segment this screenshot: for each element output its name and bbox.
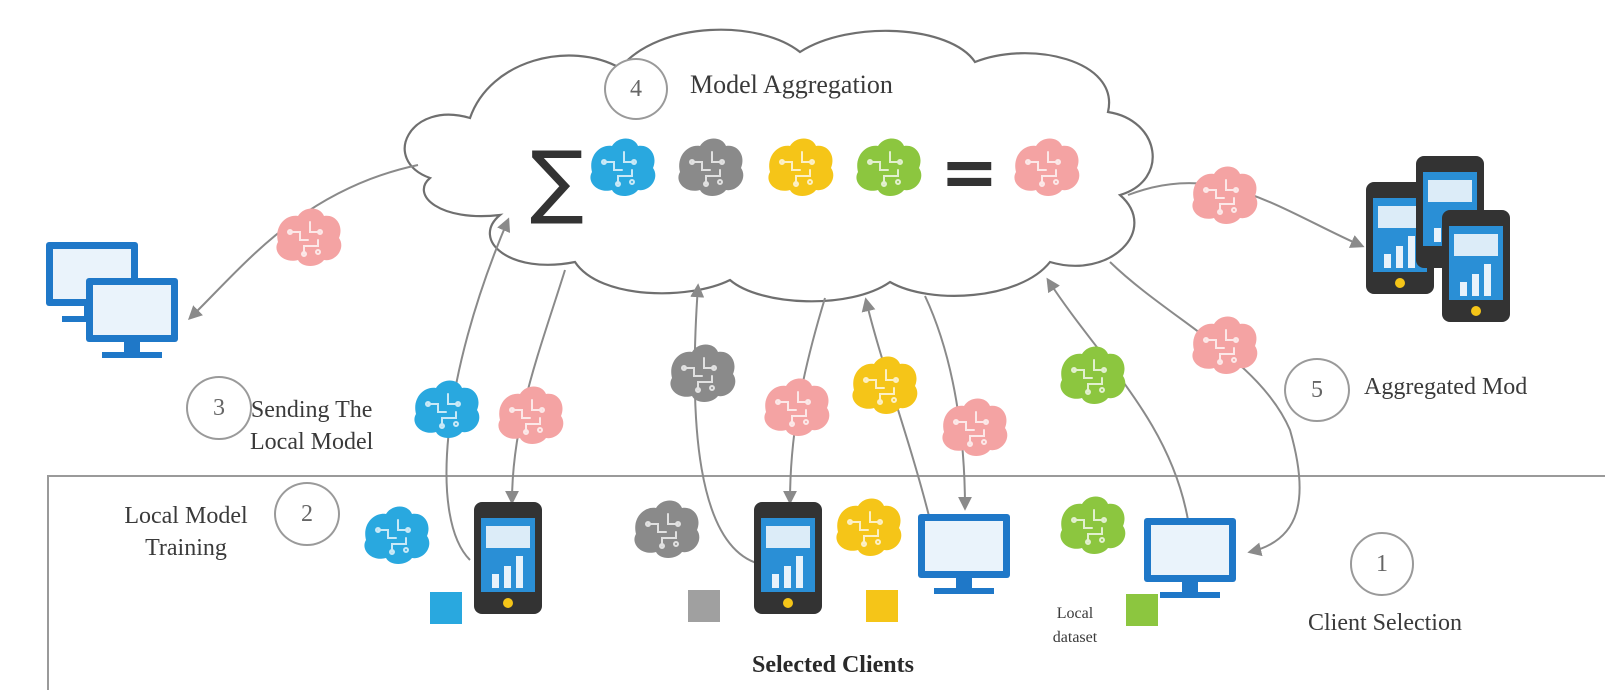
brain-icon — [763, 377, 831, 437]
target-phones-right — [1366, 156, 1510, 322]
dataset-square-icon — [866, 590, 898, 622]
selected-clients-box — [47, 475, 1605, 690]
brain-icon — [1191, 165, 1259, 225]
step-5-label: Aggregated Mod — [1364, 374, 1528, 400]
dataset-square-icon — [430, 592, 462, 624]
brain-icon — [275, 207, 343, 267]
brain-icon — [363, 505, 431, 565]
phone-icon — [474, 502, 542, 614]
local-dataset-label-line1: Local — [1056, 605, 1094, 622]
phone-icon — [1442, 210, 1510, 322]
brain-icon — [1191, 315, 1259, 375]
step-4-label: Model Aggregation — [690, 70, 893, 99]
step-2-label: Local Model Training — [106, 500, 266, 564]
step-4-circle: 4 — [604, 58, 668, 120]
local-dataset-label-line2: dataset — [1052, 629, 1098, 646]
brain-icon — [835, 497, 903, 557]
brain-icon — [413, 379, 481, 439]
equals-symbol: = — [940, 131, 999, 213]
brain-icon — [1059, 345, 1127, 405]
step-3-label: Sending The Local Model — [250, 394, 373, 458]
monitor-icon — [918, 514, 1010, 594]
monitor-icon — [86, 278, 178, 358]
target-computers-left — [46, 242, 178, 358]
step-3-label-line2: Local Model — [250, 429, 374, 455]
step-1-circle: 1 — [1350, 532, 1414, 596]
step-2-label-line2: Training — [145, 535, 227, 561]
brain-icon — [633, 499, 701, 559]
brain-icon — [669, 343, 737, 403]
phone-icon — [754, 502, 822, 614]
step-3-circle: 3 — [186, 376, 252, 440]
brain-icon — [941, 397, 1009, 457]
step-5-circle: 5 — [1284, 358, 1350, 422]
selected-clients-title: Selected Clients — [752, 652, 914, 678]
step-2-label-line1: Local Model — [124, 503, 248, 529]
brain-icon — [497, 385, 565, 445]
step-1-label: Client Selection — [1308, 610, 1462, 636]
brain-icon — [1059, 495, 1127, 555]
sum-symbol: ∑ — [530, 134, 584, 227]
dataset-square-icon — [688, 590, 720, 622]
dataset-square-icon — [1126, 594, 1158, 626]
brain-icon — [851, 355, 919, 415]
step-3-label-line1: Sending The — [250, 397, 373, 423]
step-2-circle: 2 — [274, 482, 340, 546]
monitor-icon — [1144, 518, 1236, 598]
local-dataset-label: Local dataset — [1040, 602, 1110, 650]
